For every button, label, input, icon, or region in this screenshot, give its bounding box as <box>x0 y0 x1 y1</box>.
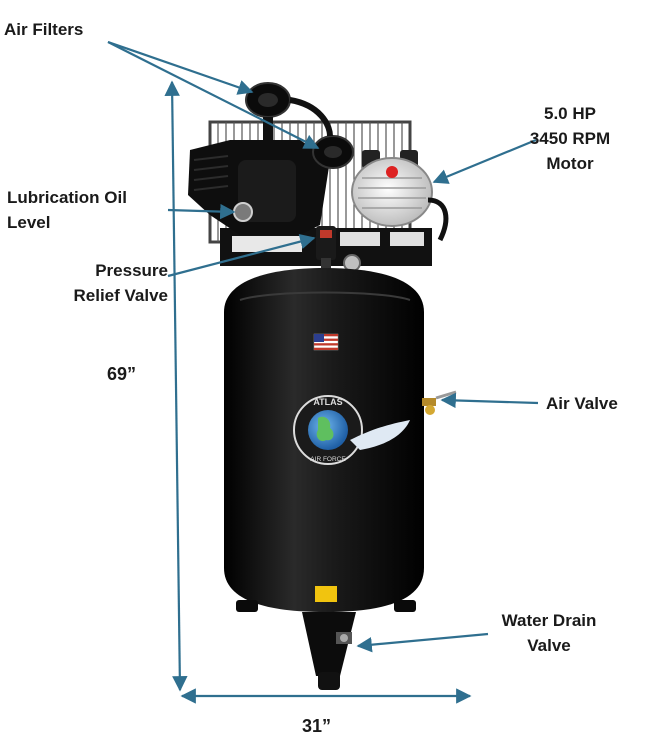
label-air-filters: Air Filters <box>4 20 84 39</box>
arrow-pressure-relief <box>167 234 316 278</box>
label-water-drain-valve: Water Drain Valve <box>484 608 614 658</box>
label-prv-line1: Pressure <box>95 261 168 280</box>
badge-top-text: ATLAS <box>313 397 342 407</box>
info-sticker <box>390 232 424 246</box>
oil-sight-glass <box>233 202 253 222</box>
arrow-air-filter-left <box>107 40 254 95</box>
pressure-relief-valve <box>316 226 336 274</box>
label-lube-line2: Level <box>7 213 51 232</box>
height-dimension-line <box>164 80 188 692</box>
arrow-water-drain <box>356 632 489 653</box>
label-height-dimension: 69” <box>107 364 137 384</box>
label-width-dimension: 31” <box>302 716 332 736</box>
warning-sticker <box>232 236 302 252</box>
badge-bottom-text: AIR FORCE <box>310 456 346 463</box>
label-motor-line1: 5.0 HP <box>544 104 596 123</box>
label-motor-line2: 3450 RPM <box>529 129 611 148</box>
air-valve <box>422 390 457 415</box>
water-drain-valve <box>336 632 352 644</box>
us-flag-sticker <box>313 333 339 351</box>
arrow-motor <box>432 138 537 184</box>
label-lube-line1: Lubrication Oil <box>7 188 127 207</box>
tank-feet <box>236 600 416 690</box>
label-pressure-relief-valve: Pressure Relief Valve <box>40 258 168 308</box>
label-drain-line1: Water Drain <box>501 611 597 630</box>
info-sticker <box>340 232 380 246</box>
pump-tube <box>289 97 333 137</box>
label-prv-line2: Relief Valve <box>73 286 168 305</box>
label-lubrication-oil: Lubrication Oil Level <box>7 185 127 235</box>
atlas-air-force-badge: ATLAS AIR FORCE <box>293 395 410 465</box>
arrow-air-valve <box>440 392 539 409</box>
label-drain-line2: Valve <box>527 636 571 655</box>
air-filter-right <box>312 135 354 169</box>
drain-warning-sticker <box>315 586 337 602</box>
arrow-air-filter-right <box>107 41 320 149</box>
label-air-valve: Air Valve <box>546 394 618 413</box>
label-motor: 5.0 HP 3450 RPM Motor <box>518 101 622 176</box>
label-motor-line3: Motor <box>546 154 594 173</box>
pressure-gauge <box>343 254 361 272</box>
motor <box>351 150 449 242</box>
